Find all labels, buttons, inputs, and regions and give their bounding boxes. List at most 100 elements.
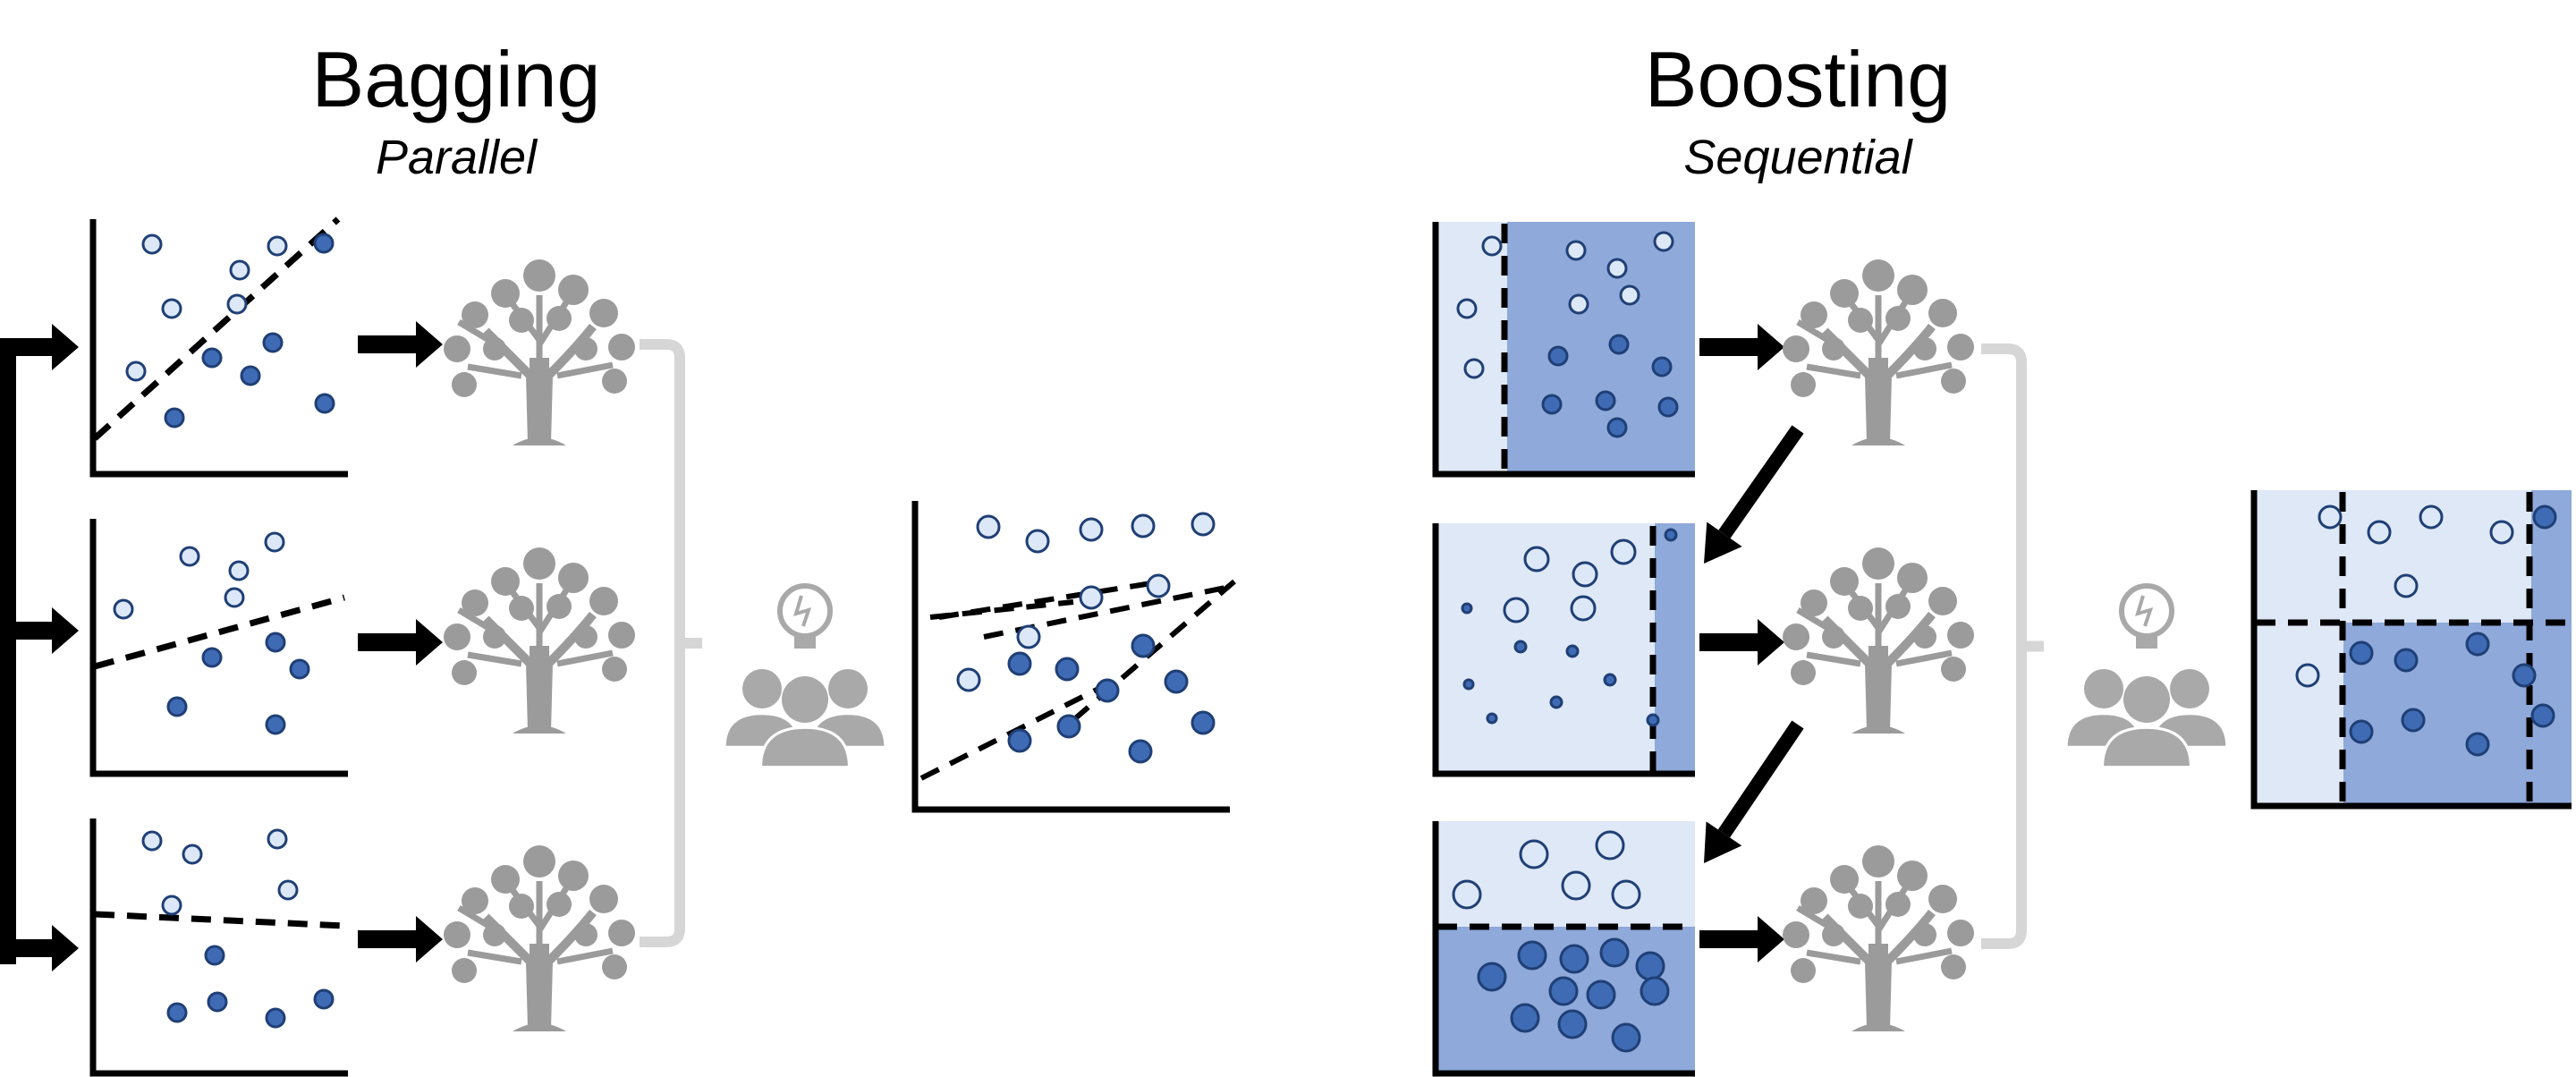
tree-leaf [1822,923,1845,946]
class-b-point [2349,719,2374,744]
tree-leaf [523,845,555,878]
tree-leaf [491,567,520,596]
class-a-point [1570,595,1597,622]
tree-leaf [1848,308,1873,333]
class-b-point [265,632,286,653]
arrow-icon [13,324,79,370]
boosting-panel [1432,222,2572,1077]
class-b-point [1461,602,1473,615]
bracket-icon [640,339,702,947]
class-b-point [1664,528,1678,542]
class-a-point [1146,573,1171,598]
tree-leaf [523,259,555,292]
tree-leaf [491,279,520,308]
class-b-point [1191,710,1216,735]
bagging-subtitle: Parallel [375,131,538,184]
tree-leaf [452,958,477,983]
tree-root [1852,725,1905,734]
class-b-point [1510,1003,1540,1033]
arrow-icon [1699,916,1784,963]
tree-leaf [589,885,618,913]
tree-root [513,725,566,734]
class-b-point [164,407,185,428]
decision-boundary [94,911,345,929]
region-blue [2343,623,2531,806]
class-a-point [976,514,1001,539]
tree-leaf [1862,259,1894,292]
class-b-point [1486,712,1498,725]
person-head [782,676,828,723]
bracket-icon [1981,343,2044,949]
tree-leaf [1897,861,1928,891]
class-b-point [1586,979,1616,1010]
class-b-point [289,658,310,680]
class-b-point [1477,962,1507,992]
tree-leaf [462,589,488,616]
tree-leaf [608,920,635,946]
bagging-panel [0,216,1236,1077]
tree-leaf [452,660,477,685]
class-a-point [1452,879,1482,910]
class-b-point [1608,334,1630,355]
class-b-point [1646,713,1660,727]
tree-leaf [558,563,589,593]
decision-boundary [94,594,345,670]
tree-leaf [1897,563,1928,593]
tree-leaf [1848,596,1873,621]
tree-leaf [1928,587,1957,615]
lightbulb-bolt [793,595,812,627]
class-a-point [229,259,250,281]
class-b-point [313,988,335,1010]
tree-leaf [1941,657,1966,682]
tree-leaf [1913,923,1936,946]
class-a-point [1611,879,1641,910]
bagging-plot-3 [89,818,348,1077]
class-a-point [2318,505,2343,530]
tree-leaf [547,594,572,619]
region-light [2254,623,2343,806]
tree-leaf [1783,335,1809,362]
person-head [742,669,782,708]
tree-leaf [1941,954,1966,979]
class-a-point [1079,585,1104,610]
class-b-point [2532,505,2557,530]
tree-leaf [574,923,597,946]
tree-leaf [1783,921,1809,948]
tree-leaf [547,892,572,917]
class-a-point [1481,235,1503,257]
class-b-point [313,233,335,254]
class-a-point [1619,284,1640,306]
class-a-point [141,830,163,852]
tree-icon [444,547,635,734]
class-a-point [264,531,285,553]
tree-icon [444,845,635,1031]
tree-leaf [1801,301,1827,328]
lightbulb-bolt [2135,595,2154,627]
plot-axes [1432,222,1695,478]
tree-leaf [1801,887,1827,914]
class-a-point [1572,561,1598,588]
region-blue [1655,523,1695,774]
class-b-point [1164,669,1189,694]
class-a-point [161,895,182,916]
tree-leaf [462,301,488,328]
bagging-title: Bagging [311,35,601,123]
tree-leaf [1848,894,1873,919]
class-b-point [1541,394,1563,415]
class-a-point [113,598,134,620]
tree-leaf [608,622,635,649]
person-head [2123,676,2170,723]
bagging-plot-2 [89,519,348,777]
plot-axes [89,519,348,777]
plot-axes [911,501,1230,813]
class-b-point [1565,644,1580,658]
plot-axes [1432,821,1695,1077]
boosting-plot-2 [1432,523,1695,777]
class-a-point [1610,538,1637,565]
tree-leaf [509,596,534,621]
tree-leaf [1897,275,1928,305]
class-a-point [2419,505,2444,530]
tree-trunk [530,358,549,445]
